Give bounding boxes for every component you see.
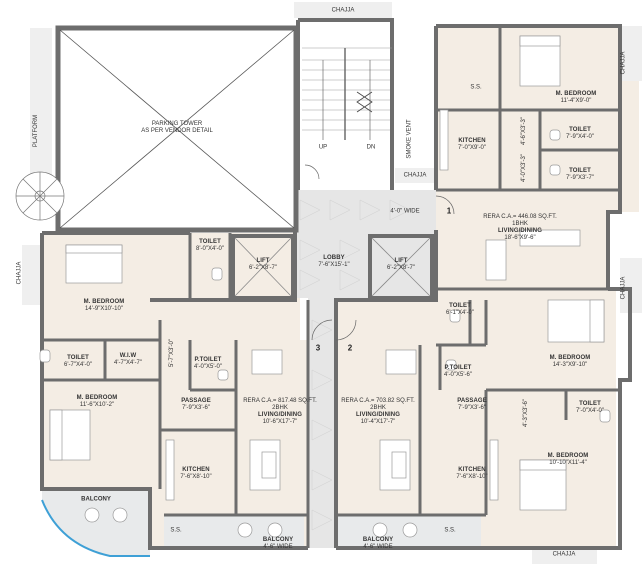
chajja-right-mid: CHAJJA (620, 276, 627, 300)
u3-living: RERA C.A.= 817.48 SQ.FT. 2BHK LIVING/DIN… (243, 398, 317, 425)
chajja-bottom: CHAJJA (552, 551, 576, 558)
lobby-title: LOBBY (323, 255, 345, 261)
u3-dim-v: 5'-7"X3'-0" (168, 339, 175, 367)
u3-ptoilet: P.TOILET 4'-0"X5'-0" (194, 357, 222, 370)
chajja-mid: CHAJJA (403, 172, 427, 179)
ss-bottom-right: S.S. (444, 527, 456, 534)
u3-bedroom: M. BEDROOM 14'-9"X10'-10" (83, 299, 125, 312)
u3-toilet-top: TOILET 8'-0"X4'-0" (196, 239, 224, 252)
u3-bedroom-2: M. BEDROOM 11'-6"X10'-2" (76, 395, 118, 408)
u1-toilet-1: TOILET 7'-9"X4'-0" (566, 127, 594, 140)
u3-passage: PASSAGE 7'-9"X3'-6" (181, 398, 211, 411)
lobby-tiles (299, 199, 411, 531)
u2-balcony: BALCONY 4'-6" WIDE (362, 537, 394, 550)
u1-kitchen: KITCHEN 7'-0"X9'-0" (458, 138, 486, 151)
u2-toilet-1: TOILET 6'-1"X4'-0" (446, 303, 474, 316)
u2-passage: PASSAGE 7'-9"X3'-6" (457, 398, 487, 411)
u2-living: RERA C.A.= 703.82 SQ.FT. 2BHK LIVING/DIN… (341, 398, 415, 425)
door-swings (304, 164, 455, 341)
lift-left: LIFT 6'-2"X8'-7" (249, 258, 277, 271)
u1-dim-a: 4'-6"X3'-3" (520, 117, 527, 145)
balcony-glass (41, 499, 150, 557)
unit-3-number: 3 (315, 343, 321, 353)
u3-kitchen: KITCHEN 7'-6"X8'-10" (180, 467, 212, 480)
u3-toilet: TOILET 6'-7"X4'-0" (64, 355, 92, 368)
u1-bedroom: M. BEDROOM 11'-4"X9'-0" (555, 91, 597, 104)
lobby-label: LOBBY 7'-6"X15'-1" (318, 255, 349, 269)
u3-balcony-large: BALCONY (81, 496, 111, 503)
stair-up: UP (318, 144, 328, 151)
platform-label: PLATFORM (33, 114, 40, 148)
stair-treads (302, 47, 392, 140)
u2-bedroom-2: M. BEDROOM 10'-10"X11'-4" (547, 453, 589, 466)
chajja-left: CHAJJA (16, 261, 23, 285)
u1-dim-b: 4'-0"X3'-3" (520, 154, 527, 182)
parking-cross (59, 29, 295, 229)
parking-label: PARKING TOWER AS PER VENDOR DETAIL (141, 121, 213, 135)
u1-living: RERA C.A.= 446.08 SQ.FT. 1BHK LIVING/DIN… (483, 214, 557, 241)
u2-dim-c: 4'-3"X3'-6" (522, 399, 529, 427)
furniture (39, 35, 611, 538)
ss-top-right: S.S. (470, 84, 482, 91)
walls (40, 18, 632, 550)
chajja-top: CHAJJA (331, 7, 355, 14)
unit-2-number: 2 (347, 343, 353, 353)
u3-balcony: BALCONY 4'-6" WIDE (262, 537, 294, 550)
lobby-dim: 7'-6"X15'-1" (318, 262, 350, 268)
spiral-stair (15, 171, 65, 221)
u1-toilet-2: TOILET 7'-9"X3'-7" (566, 168, 594, 181)
parking-text-2: AS PER VENDOR DETAIL (141, 128, 213, 134)
lift-crosses (234, 237, 431, 297)
ss-bottom-left: S.S. (170, 527, 182, 534)
chajja-right-top: CHAJJA (620, 51, 627, 75)
u2-bedroom: M. BEDROOM 14'-3"X9'-10" (549, 355, 591, 368)
u2-toilet-2: TOILET 7'-0"X4'-0" (576, 401, 604, 414)
u2-kitchen: KITCHEN 7'-6"X8'-10" (456, 467, 488, 480)
lift-right: LIFT 6'-2"X8'-7" (387, 258, 415, 271)
u2-ptoilet: P.TOILET 4'-0"X5'-6" (444, 365, 472, 378)
stair-dn: DN (366, 144, 376, 151)
u3-wiw: W.I.W 4'-7"X4'-7" (114, 353, 142, 366)
smoke-vent-label: SMOKE VENT (406, 119, 413, 159)
parking-text-1: PARKING TOWER (151, 121, 203, 127)
unit-1-number: 1 (446, 206, 452, 216)
wide-top: 4'-0" WIDE (390, 208, 420, 215)
